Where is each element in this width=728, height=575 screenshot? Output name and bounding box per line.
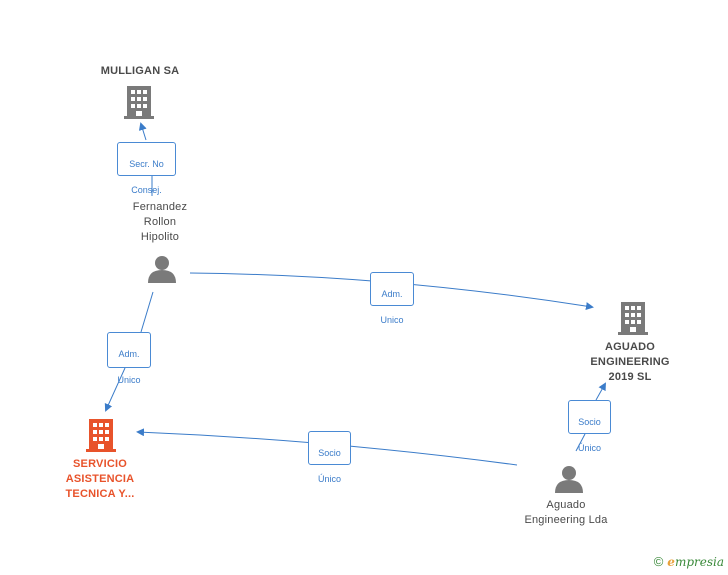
- node-label-line: TECNICA Y...: [65, 488, 135, 500]
- node-label-mulligan[interactable]: MULLIGAN SA: [100, 65, 180, 77]
- node-label-line: Engineering Lda: [524, 514, 608, 526]
- edge-label-line: Secr. No: [129, 159, 164, 169]
- edge-label-line: Adm.: [118, 349, 140, 359]
- building-icon: [618, 302, 648, 335]
- node-label-line: Hipolito: [140, 231, 180, 243]
- edge-label-socio-up: Socio Único: [568, 400, 611, 453]
- person-icon: [555, 466, 583, 493]
- edge-label-adm-left: Adm. Unico: [107, 332, 151, 385]
- brand-footer: ©empresia: [654, 554, 724, 569]
- copyright-symbol: ©: [653, 554, 664, 569]
- node-label-line: SERVICIO: [73, 458, 127, 470]
- node-label-line: AGUADO: [604, 341, 656, 353]
- edge-fernandez-to-mulligan: [141, 124, 153, 196]
- node-label-line: ENGINEERING: [590, 356, 670, 368]
- node-label-line: ASISTENCIA: [65, 473, 135, 485]
- edge-label-adm-right: Adm. Unico: [370, 272, 414, 325]
- edge-label-line: Socio: [578, 417, 601, 427]
- person-icon: [148, 256, 176, 283]
- edge-label-line: Unico: [117, 375, 141, 385]
- node-label-line: 2019 SL: [608, 371, 652, 383]
- edge-label-secr: Secr. No Consej.: [117, 142, 176, 195]
- node-label-servicio[interactable]: SERVICIO ASISTENCIA TECNICA Y...: [40, 457, 160, 502]
- edge-label-line: Único: [317, 474, 341, 484]
- node-label-aguado-sl[interactable]: AGUADO ENGINEERING 2019 SL: [570, 340, 690, 385]
- edge-label-line: Socio: [318, 448, 341, 458]
- edge-aguado-lda-to-aguado-sl: [575, 384, 605, 452]
- brand-name: mpresia: [674, 555, 724, 569]
- node-label-fernandez[interactable]: Fernandez Rollon Hipolito: [100, 200, 220, 245]
- edge-label-socio-left: Socio Único: [308, 431, 351, 484]
- building-icon: [124, 86, 154, 119]
- node-label-line: Aguado: [546, 499, 586, 511]
- node-label-line: Fernandez: [132, 201, 188, 213]
- node-label-line: Rollon: [143, 216, 177, 228]
- node-label-aguado-lda[interactable]: Aguado Engineering Lda: [506, 498, 626, 528]
- edge-fernandez-to-servicio: [106, 291, 154, 410]
- brand-initial: e: [667, 555, 675, 569]
- building-icon: [86, 419, 116, 452]
- edge-label-line: Adm.: [381, 289, 403, 299]
- edge-label-line: Único: [577, 443, 601, 453]
- edge-label-line: Unico: [380, 315, 404, 325]
- edge-label-line: Consej.: [131, 185, 162, 195]
